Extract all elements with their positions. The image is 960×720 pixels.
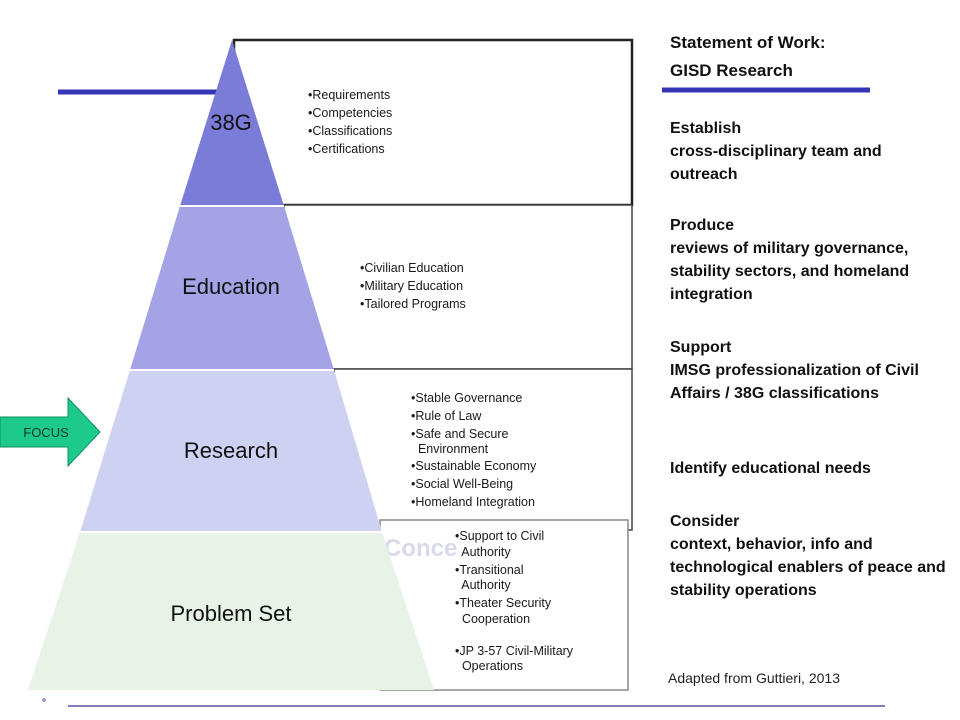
bullet-item: •Sustainable Economy [411, 459, 537, 473]
bullets-education: •Civilian Education •Military Education … [360, 261, 466, 311]
bullet-item: •Safe and Secure [411, 427, 509, 441]
statement-item-lead: Consider [670, 513, 740, 530]
tier-label-education: Education [182, 274, 280, 299]
bullet-item: Environment [411, 442, 489, 456]
statement-item-produce: Produce reviews of military governance, … [670, 214, 950, 306]
bullet-item: •Theater Security [455, 596, 552, 610]
ghost-heading-text: Conce [384, 535, 457, 562]
bullet-item: •JP 3-57 Civil-Military [455, 644, 574, 658]
bullet-item: •Transitional [455, 563, 524, 577]
detail-box-38g [232, 38, 634, 207]
statement-item-lead: Establish [670, 120, 742, 137]
pyramid-tier-problem-set [28, 532, 434, 690]
detail-box-education [283, 204, 633, 370]
bullet-item: •Social Well-Being [411, 477, 513, 491]
bullet-item: Authority [455, 545, 511, 559]
statement-item-lead: Support [670, 339, 732, 356]
bullet-item: •Support to Civil [455, 529, 544, 543]
bullets-research: •Stable Governance •Rule of Law •Safe an… [411, 391, 537, 509]
bullets-problem-set: •Support to Civil Authority •Transitiona… [455, 529, 574, 673]
bullet-item: •Homeland Integration [411, 495, 535, 509]
pyramid-tier-research [80, 370, 382, 532]
statement-title-line1: Statement of Work: [670, 33, 826, 52]
statement-title-line2: GISD Research [670, 61, 793, 80]
bullet-item: •Military Education [360, 279, 463, 293]
bullet-item: •Tailored Programs [360, 297, 466, 311]
statement-item-text: context, behavior, info and technologica… [670, 536, 946, 599]
statement-item-identify: Identify educational needs [670, 457, 950, 480]
bullet-item: •Stable Governance [411, 391, 522, 405]
bullet-item: •Competencies [308, 106, 392, 120]
source-credit: Adapted from Guttieri, 2013 [668, 670, 840, 686]
statement-item-support: Support IMSG professionalization of Civi… [670, 336, 950, 405]
footer-dot [42, 698, 46, 702]
statement-item-lead: Identify [670, 460, 727, 477]
tier-label-problem-set: Problem Set [170, 601, 291, 626]
bullet-item: •Rule of Law [411, 409, 482, 423]
bullet-item: Cooperation [455, 612, 530, 626]
statement-item-consider: Consider context, behavior, info and tec… [670, 510, 950, 602]
bullet-item: •Certifications [308, 142, 385, 156]
focus-label: FOCUS [23, 425, 69, 440]
bullet-item: Operations [455, 659, 523, 673]
statement-item-lead: Produce [670, 217, 735, 234]
tier-label-research: Research [184, 438, 278, 463]
bullets-38g: •Requirements •Competencies •Classificat… [308, 88, 392, 156]
bullet-item: •Classifications [308, 124, 392, 138]
statement-item-text: IMSG professionalization of Civil Affair… [670, 362, 919, 402]
statement-item-text: reviews of military governance, stabilit… [670, 240, 910, 303]
pyramid-tier-38g [180, 40, 284, 206]
bullet-item: Authority [455, 578, 511, 592]
bullet-item: •Civilian Education [360, 261, 464, 275]
bullet-item: •Requirements [308, 88, 390, 102]
statement-item-text: cross-disciplinary team and outreach [670, 143, 882, 183]
statement-item-establish: Establish cross-disciplinary team and ou… [670, 117, 950, 186]
focus-arrow: FOCUS [0, 396, 101, 468]
statement-item-text: educational needs [731, 460, 871, 477]
pyramid-tier-education [130, 206, 334, 370]
tier-label-38g: 38G [210, 110, 252, 135]
